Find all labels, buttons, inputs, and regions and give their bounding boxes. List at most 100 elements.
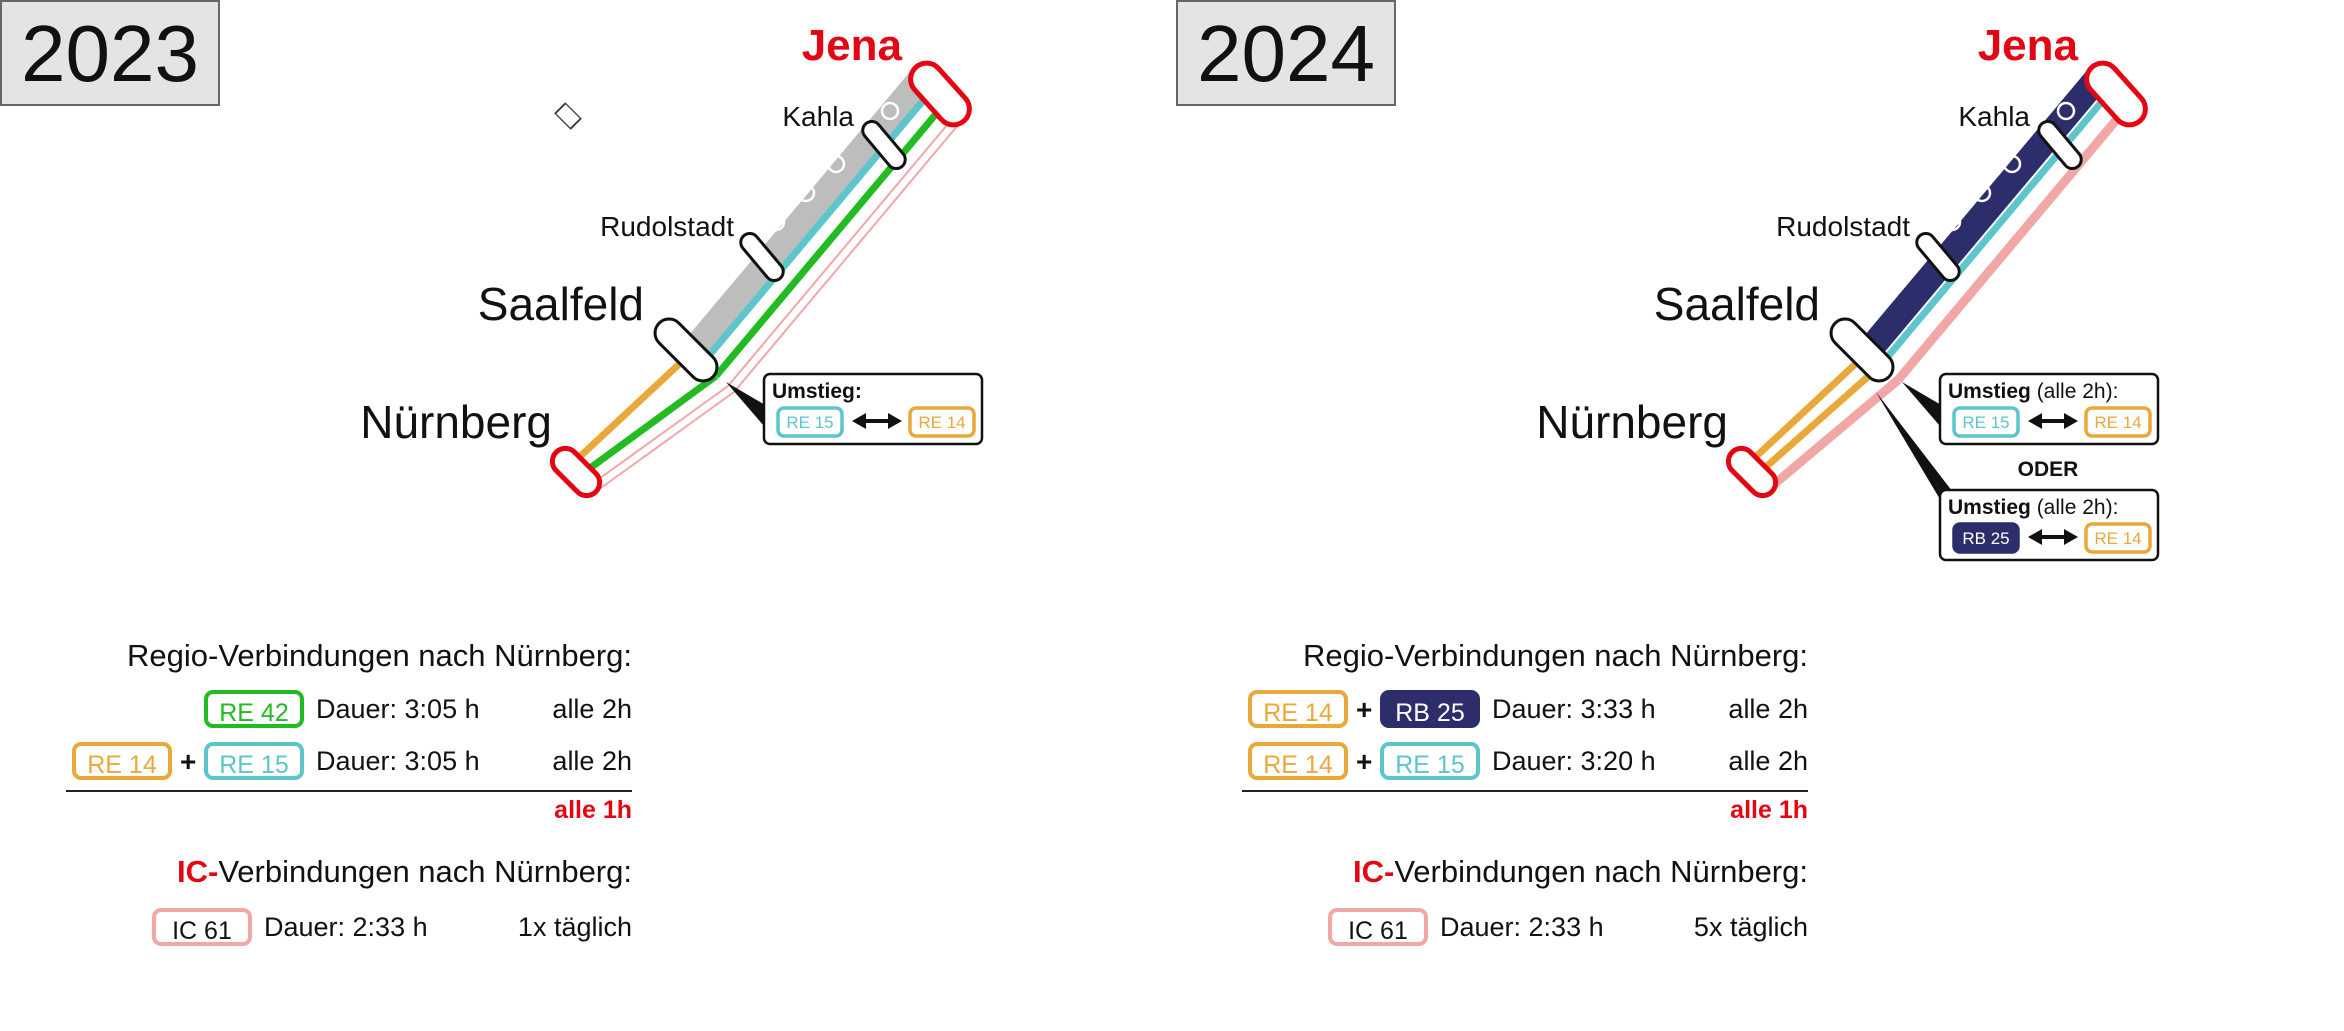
stop-marker — [1942, 212, 1962, 232]
line-re15 — [1877, 89, 2113, 369]
line-ic61-lower — [1769, 376, 1901, 490]
oder-label: ODER — [2018, 458, 2079, 481]
train-badge-re42: RE 42 — [204, 690, 304, 728]
transfer-to-badge — [908, 406, 976, 438]
connection-row: RE 14 + RE 15 Dauer: 3:20 h alle 2h — [1242, 742, 1808, 788]
route-map: Jena Kahla Rudolstadt Saalfeld Nürnberg … — [1536, 21, 2160, 562]
connection-row: RE 14 + RE 15 Dauer: 3:05 h alle 2h — [66, 742, 632, 788]
line-ic61-lower-b — [597, 391, 735, 491]
line-ic61-lower-a — [591, 385, 729, 485]
station-rudolstadt-marker — [739, 231, 785, 283]
line-re42 — [713, 99, 949, 379]
stop-marker — [1888, 266, 1908, 286]
total-frequency: alle 1h — [1730, 796, 1808, 824]
frequency: 1x täglich — [517, 912, 632, 942]
transfer-to-label: RE 14 — [2094, 529, 2141, 548]
station-rudolstadt-marker — [1915, 231, 1961, 283]
double-arrow-icon — [852, 413, 902, 429]
train-badge-re15: RE 15 — [1380, 742, 1480, 780]
ic-prefix: IC- — [177, 854, 219, 889]
line-re14-a — [1745, 351, 1869, 467]
stop-marker — [796, 183, 816, 203]
duration: Dauer: 3:20 h — [1492, 746, 1656, 776]
frequency: alle 2h — [552, 746, 632, 776]
stop-marker — [712, 266, 732, 286]
train-badge-re14: RE 14 — [1248, 742, 1348, 780]
ic-row: IC 61 Dauer: 2:33 h 1x täglich — [66, 908, 632, 954]
station-nuernberg-terminal — [549, 445, 603, 499]
plus-sign: + — [1356, 694, 1373, 725]
transfer-to-badge — [2084, 522, 2152, 554]
station-label-rudolstadt: Rudolstadt — [600, 211, 734, 242]
regio-title: Regio-Verbindungen nach Nürnberg: — [1303, 638, 1808, 673]
station-label-kahla: Kahla — [782, 101, 854, 132]
total-frequency: alle 1h — [554, 796, 632, 824]
train-badge-re14: RE 14 — [1248, 690, 1348, 728]
stop-markers — [1888, 101, 2076, 286]
station-saalfeld-marker — [653, 317, 719, 383]
divider — [1242, 790, 1808, 792]
ic-title: IC-Verbindungen nach Nürnberg: — [177, 854, 632, 890]
stop-markers — [712, 101, 900, 286]
year-label: 2023 — [0, 0, 220, 106]
duration: Dauer: 2:33 h — [264, 912, 428, 942]
line-re15 — [699, 87, 935, 367]
stop-marker — [766, 212, 786, 232]
transfer-heading: Umstieg: — [772, 380, 862, 403]
line-re14 — [569, 351, 693, 467]
ic-row: IC 61 Dauer: 2:33 h 5x täglich — [1242, 908, 1808, 954]
train-badge-rb25: RB 25 — [1380, 690, 1480, 728]
station-kahla-marker — [861, 119, 907, 171]
line-ic61 — [1894, 103, 2132, 383]
stop-marker — [2056, 101, 2076, 121]
frequency: 5x täglich — [1693, 912, 1808, 942]
train-badge-ic61: IC 61 — [1328, 908, 1428, 946]
panel-2023: 2023 Jena — [0, 0, 984, 954]
station-saalfeld-marker — [1829, 317, 1895, 383]
connection-row: RE 14 + RB 25 Dauer: 3:33 h alle 2h — [1242, 690, 1808, 736]
frequency: alle 2h — [1728, 746, 1808, 776]
train-badge-ic61: IC 61 — [152, 908, 252, 946]
line-bundle-upper — [680, 71, 965, 393]
divider — [66, 790, 632, 792]
stop-marker — [826, 154, 846, 174]
station-label-jena: Jena — [802, 21, 903, 70]
connection-row: RE 42 Dauer: 3:05 h alle 2h — [66, 690, 632, 736]
station-label-nuernberg: Nürnberg — [1536, 396, 1728, 448]
line-grey — [680, 71, 930, 363]
transfer-from-badge — [1952, 522, 2020, 554]
duration: Dauer: 3:05 h — [316, 746, 480, 776]
duration: Dauer: 2:33 h — [1440, 912, 1604, 942]
transfer-heading: Umstieg (alle 2h): — [1948, 380, 2118, 403]
train-badge-re14: RE 14 — [72, 742, 172, 780]
train-badge-re15: RE 15 — [204, 742, 304, 780]
line-rb25 — [1856, 71, 2106, 363]
double-arrow-icon — [2028, 529, 2078, 545]
stop-marker — [2002, 154, 2022, 174]
station-kahla-marker — [2037, 119, 2083, 171]
station-nuernberg-terminal — [1725, 445, 1779, 499]
ic-title-text: Verbindungen nach Nürnberg: — [1394, 854, 1808, 889]
ic-prefix: IC- — [1353, 854, 1395, 889]
duration: Dauer: 3:33 h — [1492, 694, 1656, 724]
station-label-rudolstadt: Rudolstadt — [1776, 211, 1910, 242]
transfer-from-badge — [776, 406, 844, 438]
frequency: alle 2h — [552, 694, 632, 724]
station-label-nuernberg: Nürnberg — [360, 396, 552, 448]
transfer-to-label: RE 14 — [918, 413, 965, 432]
station-label-kahla: Kahla — [1958, 101, 2030, 132]
regio-title: Regio-Verbindungen nach Nürnberg: — [127, 638, 632, 673]
ic-title: IC-Verbindungen nach Nürnberg: — [1353, 854, 1808, 890]
plus-sign: + — [180, 746, 197, 777]
transfer-from-label: RE 15 — [786, 413, 833, 432]
station-label-saalfeld: Saalfeld — [1654, 278, 1820, 330]
transfer-from-label: RB 25 — [1962, 529, 2009, 548]
transfer-to-badge — [2084, 406, 2152, 438]
line-bundle-upper — [1856, 71, 2132, 383]
route-map: Jena Kahla Rudolstadt Saalfeld Nürnberg … — [360, 21, 984, 499]
plus-sign: + — [1356, 746, 1373, 777]
transfer-from-label: RE 15 — [1962, 413, 2009, 432]
stop-marker — [1972, 183, 1992, 203]
ic-title-text: Verbindungen nach Nürnberg: — [218, 854, 632, 889]
line-ic61-b — [733, 117, 965, 393]
